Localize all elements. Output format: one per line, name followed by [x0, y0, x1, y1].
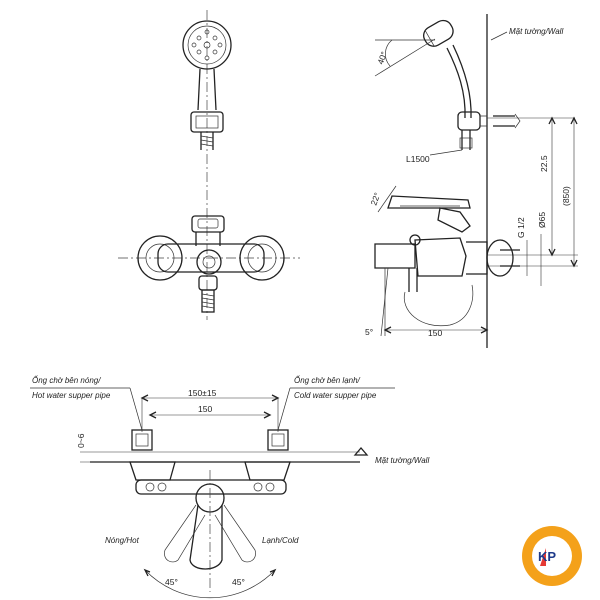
hot-pipe-vi: Ống chờ bên nóng/ [32, 376, 101, 385]
cold-pipe-en: Cold water supper pipe [294, 391, 377, 400]
lever-center [189, 504, 223, 570]
angle-5: 5° [365, 327, 373, 337]
kp-logo: KP [522, 526, 582, 586]
thread-g12: G 1/2 [516, 217, 526, 238]
side-wall-conn [466, 241, 488, 275]
spout-outlet [201, 289, 215, 313]
side-holder [457, 111, 481, 131]
logo-text: KP [538, 549, 556, 564]
hot-flange [129, 461, 176, 481]
dia-65: Ø65 [537, 212, 547, 228]
dim-22-5: 22.5 [539, 155, 549, 172]
wall-label-bottom: Mặt tường/Wall [375, 456, 429, 465]
front-view [118, 10, 300, 320]
hot-nut [131, 429, 153, 451]
dim-850: (850) [561, 186, 571, 206]
side-shower-head [423, 19, 454, 47]
cold-nut [267, 429, 289, 451]
left-flange [137, 235, 183, 281]
cold-flange [244, 461, 291, 481]
side-body [414, 237, 467, 277]
hose-length: L1500 [406, 154, 430, 164]
right-flange [239, 235, 285, 281]
top-body [135, 479, 287, 495]
lever-hot [164, 504, 206, 563]
dim-150-15: 150±15 [188, 388, 217, 398]
dim-150-side: 150 [428, 328, 442, 338]
hot-pipe-en: Hot water supper pipe [32, 391, 111, 400]
dim-150-bottom: 150 [198, 404, 212, 414]
cold-pipe-vi: Ống chờ bên lạnh/ [294, 376, 361, 385]
top-view: Ống chờ bên nóng/ Hot water supper pipe … [30, 376, 429, 599]
angle-45-left: 45° [165, 577, 178, 587]
shower-holder [190, 111, 224, 133]
side-spout [374, 243, 416, 269]
hot-label: Nóng/Hot [105, 536, 140, 545]
logo-accent [540, 548, 546, 566]
side-outlet [408, 268, 418, 292]
shower-nozzles [191, 29, 223, 61]
side-handle [446, 44, 472, 119]
spout [198, 275, 218, 291]
holder-inner [195, 115, 219, 129]
mixer-body [157, 243, 265, 273]
lever-top [191, 215, 225, 233]
side-flange [486, 239, 514, 277]
dim-0-6: 0~6 [76, 433, 86, 448]
hose [200, 132, 214, 150]
cold-label: Lạnh/Cold [262, 536, 299, 545]
angle-22: 22° [368, 191, 382, 207]
angle-40: 40° [375, 50, 389, 66]
shower-head-face [187, 25, 227, 65]
side-view: Mặt tường/Wall 40° L1500 22.5 (850) [365, 14, 578, 348]
lever-cold [214, 504, 256, 563]
wall-label-top: Mặt tường/Wall [509, 27, 563, 36]
angle-arc [144, 569, 276, 599]
angle-45-right: 45° [232, 577, 245, 587]
shower-handle [197, 68, 217, 111]
diverter-knob [196, 249, 222, 275]
shower-head-outer [182, 20, 232, 70]
